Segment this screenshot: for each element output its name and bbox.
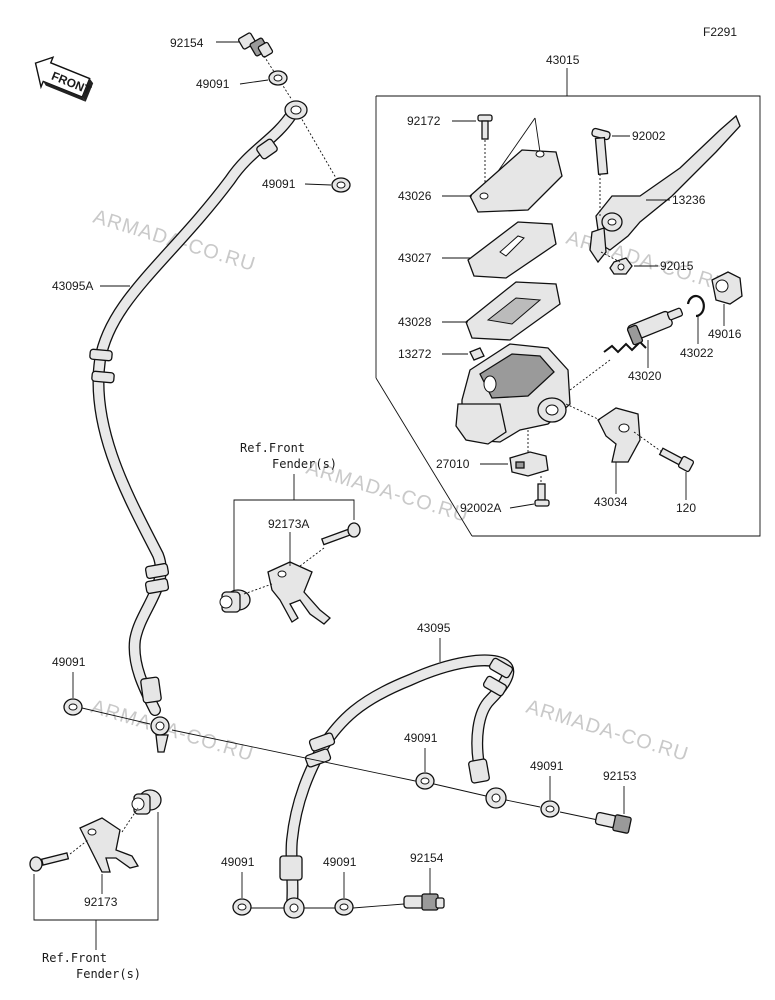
- washer-49091-g: [334, 898, 354, 916]
- clamp-43034: [597, 407, 641, 463]
- label-92173: 92173: [84, 895, 118, 909]
- cylinder-group-frame: [376, 95, 761, 537]
- washer-49091-e: [540, 800, 560, 818]
- master-cylinder-body: [455, 343, 571, 445]
- label-49091-g: 49091: [323, 855, 357, 869]
- label-43095: 43095: [417, 621, 451, 635]
- switch-27010: [509, 451, 549, 477]
- label-43028: 43028: [398, 315, 432, 329]
- label-43034: 43034: [594, 495, 628, 509]
- dust-boot-49016: [711, 271, 743, 305]
- label-43020: 43020: [628, 369, 662, 383]
- label-92173A: 92173A: [268, 517, 309, 531]
- label-92172: 92172: [407, 114, 441, 128]
- washer-49091-a: [268, 70, 288, 86]
- brake-hose-43095A: [89, 100, 308, 753]
- collar-grommet-a: [219, 589, 251, 613]
- label-92002A: 92002A: [460, 501, 501, 515]
- label-49091-c: 49091: [52, 655, 86, 669]
- ref-front-line2-a: Fender(s): [272, 457, 337, 471]
- watermark-2: ARMADA-CO.RU: [564, 227, 732, 297]
- bolt-92173: [29, 852, 70, 872]
- label-92154-bottom: 92154: [410, 851, 444, 865]
- label-43015: 43015: [546, 53, 580, 67]
- bracket-92173: [79, 817, 140, 873]
- label-92153: 92153: [603, 769, 637, 783]
- label-49091-a: 49091: [196, 77, 230, 91]
- label-13236: 13236: [672, 193, 706, 207]
- brake-hose-43095: [279, 654, 515, 919]
- label-43026: 43026: [398, 189, 432, 203]
- part-13272: [469, 347, 485, 361]
- washer-49091-f: [232, 898, 252, 916]
- washer-49091-d: [415, 772, 435, 790]
- label-49091-b: 49091: [262, 177, 296, 191]
- diagram-code: F2291: [703, 25, 737, 39]
- washer-49091-b: [331, 177, 351, 193]
- washer-49091-c: [63, 698, 83, 716]
- label-43095A: 43095A: [52, 279, 93, 293]
- label-92002: 92002: [632, 129, 666, 143]
- reservoir-cap-43026: [469, 149, 563, 213]
- label-13272: 13272: [398, 347, 432, 361]
- watermark-5: ARMADA-CO.RU: [89, 696, 257, 766]
- label-43022: 43022: [680, 346, 714, 360]
- circlip-43022: [686, 294, 705, 318]
- label-49091-f: 49091: [221, 855, 255, 869]
- label-27010: 27010: [436, 457, 470, 471]
- pivot-bolt-92002: [591, 127, 611, 175]
- front-arrow-icon: FRONT: [34, 56, 94, 102]
- brake-lever-13236: [589, 114, 741, 264]
- nut-92015: [609, 257, 633, 275]
- screw-92002A: [534, 483, 550, 507]
- watermark-4: ARMADA-CO.RU: [524, 696, 692, 766]
- bolt-120: [658, 447, 695, 473]
- label-49016: 49016: [708, 327, 742, 341]
- label-92154-top: 92154: [170, 36, 204, 50]
- ref-front-line1-a: Ref.Front: [240, 441, 305, 455]
- collar-grommet-b: [131, 789, 162, 815]
- label-120: 120: [676, 501, 696, 515]
- label-92015: 92015: [660, 259, 694, 273]
- banjo-bolt-92154-bottom: [403, 893, 445, 911]
- bolt-92173A-a: [320, 522, 361, 546]
- bracket-92173A: [267, 561, 331, 625]
- label-49091-d: 49091: [404, 731, 438, 745]
- screw-92172: [477, 114, 493, 140]
- ref-front-line1-b: Ref.Front: [42, 951, 107, 965]
- label-43027: 43027: [398, 251, 432, 265]
- ref-front-line2-b: Fender(s): [76, 967, 141, 981]
- label-49091-e: 49091: [530, 759, 564, 773]
- banjo-bolt-92154-top: [238, 32, 274, 58]
- piston-assembly-43020: [603, 307, 684, 354]
- banjo-bolt-92153: [594, 811, 632, 834]
